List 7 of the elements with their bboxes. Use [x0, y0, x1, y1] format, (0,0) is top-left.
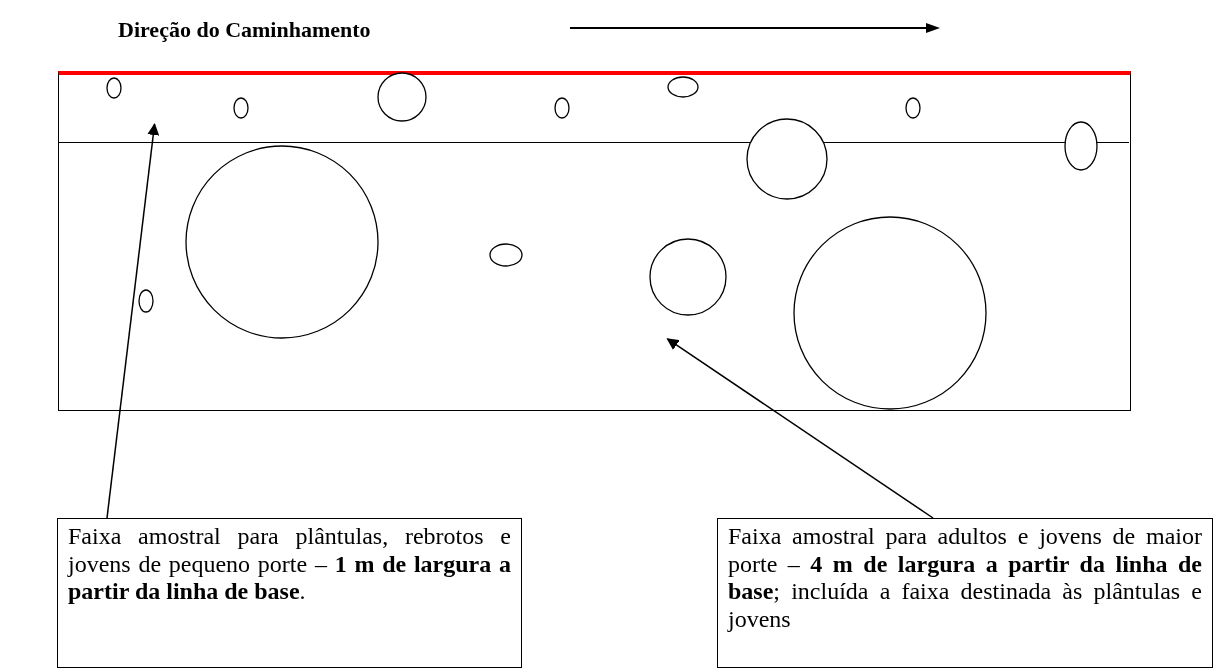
note-text: Faixa amostral para plântulas, rebrotos e jovens de pequeno porte – 1 m de largura a partir da linha de base. [68, 523, 511, 606]
diagram-title: Direção do Caminhamento [118, 17, 371, 43]
note-text: Faixa amostral para adultos e jovens de maior porte – 4 m de largura a partir da linha de base; incluída a faixa destinada às plântulas e jovens [728, 523, 1202, 633]
note-box [57, 518, 522, 668]
leader-arrow [666, 338, 934, 519]
leader-arrow [106, 123, 160, 519]
note-box [717, 518, 1213, 668]
